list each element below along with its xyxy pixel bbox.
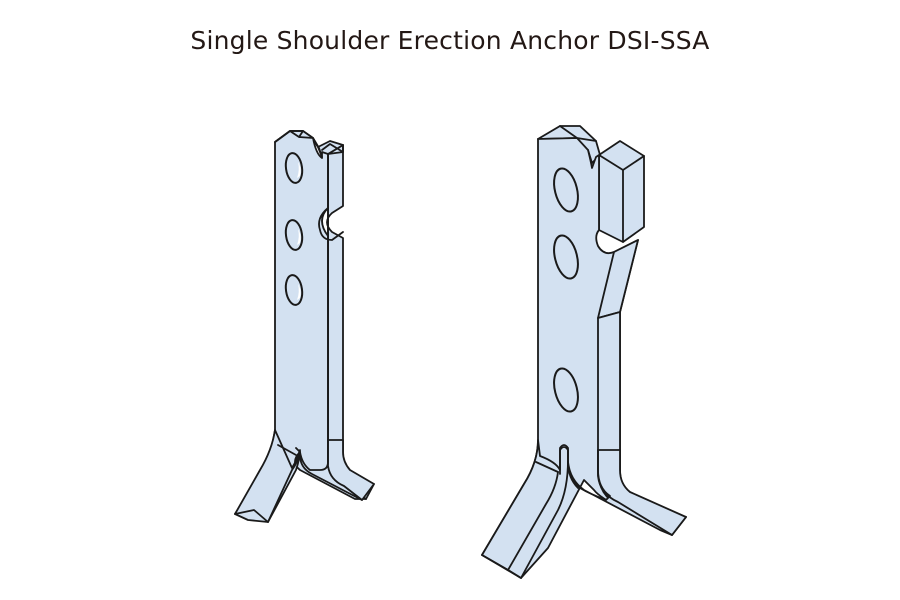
- anchor-large-hole-2: [553, 234, 579, 280]
- anchor-small-leg-left: [234, 429, 301, 523]
- anchor-large: [481, 125, 687, 579]
- anchor-small-top-step: [274, 130, 344, 158]
- anchor-small: [234, 130, 375, 523]
- anchor-large-block: [598, 140, 645, 243]
- anchor-large-hole-3: [553, 367, 579, 413]
- anchor-large-slot: [559, 444, 579, 489]
- diagram-title: Single Shoulder Erection Anchor DSI-SSA: [190, 26, 710, 55]
- anchor-small-leg-right: [299, 439, 375, 501]
- anchor-large-hole-1: [553, 167, 579, 213]
